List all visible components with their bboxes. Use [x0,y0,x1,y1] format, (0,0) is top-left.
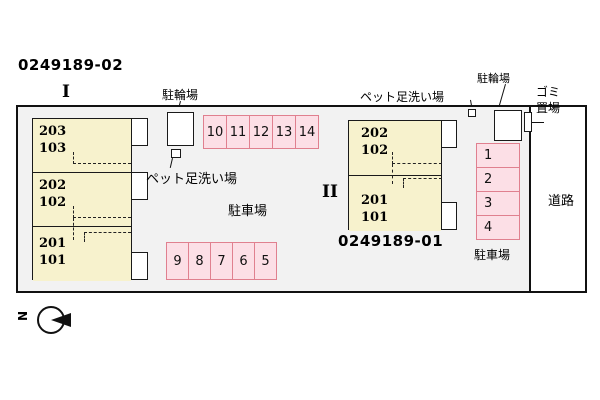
compass-rose: N [16,303,78,337]
parking-stall[interactable]: 3 [476,191,520,216]
bike-parking-right [494,110,522,141]
parking-stall[interactable]: 9 [166,242,189,280]
parking-stall[interactable]: 13 [272,115,296,149]
unit-lower-number: 103 [39,141,67,156]
unit-upper-number: 201 [361,193,389,208]
compass-icon [37,306,71,334]
building-1-corridor-1 [73,152,131,164]
parking-stall[interactable]: 2 [476,167,520,192]
building-1-unit-3-numbers: 201 101 [39,235,66,269]
unit-lower-number: 102 [361,143,389,158]
building-1-unit-1-numbers: 203 103 [39,123,66,157]
parking-stall[interactable]: 7 [210,242,233,280]
building-1: 203 103 202 102 201 101 [32,118,132,281]
unit-lower-number: 102 [39,195,67,210]
road-area [531,105,587,293]
garbage-label-line-1: ゴミ [536,85,561,99]
parking-column-right: 1 2 3 4 [476,143,520,240]
unit-upper-number: 202 [361,126,389,141]
pet-wash-left [171,149,181,158]
building-1-unit-3: 201 101 [33,227,131,281]
building-1-entrance-3 [131,252,148,280]
building-2-unit-2-numbers: 201 101 [361,192,388,226]
bike-parking-left [167,112,194,146]
building-1-corridor-2 [73,206,131,218]
building-2-stair-link [392,164,404,184]
parking-stall[interactable]: 5 [254,242,277,280]
compass-north-label: N [16,310,31,322]
parking-stall[interactable]: 11 [226,115,250,149]
building-1-unit-2: 202 102 [33,173,131,227]
building-2-unit-1: 202 102 [349,121,441,176]
property-code-top: 0249189-02 [18,56,124,74]
parking-stall[interactable]: 6 [232,242,255,280]
building-2-unit-1-numbers: 202 102 [361,125,388,159]
building-2-corridor-1 [392,152,442,164]
garbage-area-box [524,112,532,132]
pet-wash-right-label: ペット足洗い場 [360,90,445,104]
bike-parking-right-label: 駐輪場 [477,72,510,85]
building-1-entrance-1 [131,118,148,146]
unit-lower-number: 101 [39,253,67,268]
parking-stall[interactable]: 14 [295,115,319,149]
unit-upper-number: 202 [39,178,67,193]
parking-stall[interactable]: 4 [476,215,520,240]
road-label: 道路 [547,194,574,209]
garbage-label-line-2: 置場 [536,101,561,115]
building-1-entrance-2 [131,172,148,200]
parking-stall[interactable]: 8 [188,242,211,280]
building-2: 202 102 201 101 [348,120,442,231]
bike-parking-left-label: 駐輪場 [162,88,199,102]
pet-wash-left-label: ペット足洗い場 [146,172,238,187]
unit-lower-number: 101 [361,210,389,225]
parking-area-center-label: 駐車場 [228,204,268,219]
parking-stall[interactable]: 12 [249,115,273,149]
building-1-mark: I [62,82,70,102]
parking-stall[interactable]: 10 [203,115,227,149]
building-2-entrance-1 [441,120,457,148]
building-1-unit-2-numbers: 202 102 [39,177,66,211]
building-2-corridor-2 [403,178,442,188]
pet-wash-right [468,109,476,117]
unit-upper-number: 201 [39,236,67,251]
building-1-unit-1: 203 103 [33,119,131,173]
building-2-entrance-2 [441,202,457,230]
parking-row-top: 10 11 12 13 14 [203,115,319,149]
property-code-bottom: 0249189-01 [338,232,444,250]
parking-row-bottom: 9 8 7 6 5 [166,242,277,280]
building-2-mark: II [322,182,338,202]
building-1-stair-link [73,218,85,240]
parking-area-right-label: 駐車場 [474,248,511,262]
garbage-area-label: ゴミ 置場 [536,84,560,116]
garbage-leader [532,122,544,123]
building-1-corridor-3 [84,232,131,242]
building-2-unit-2: 201 101 [349,176,441,231]
unit-upper-number: 203 [39,124,67,139]
parking-stall[interactable]: 1 [476,143,520,168]
